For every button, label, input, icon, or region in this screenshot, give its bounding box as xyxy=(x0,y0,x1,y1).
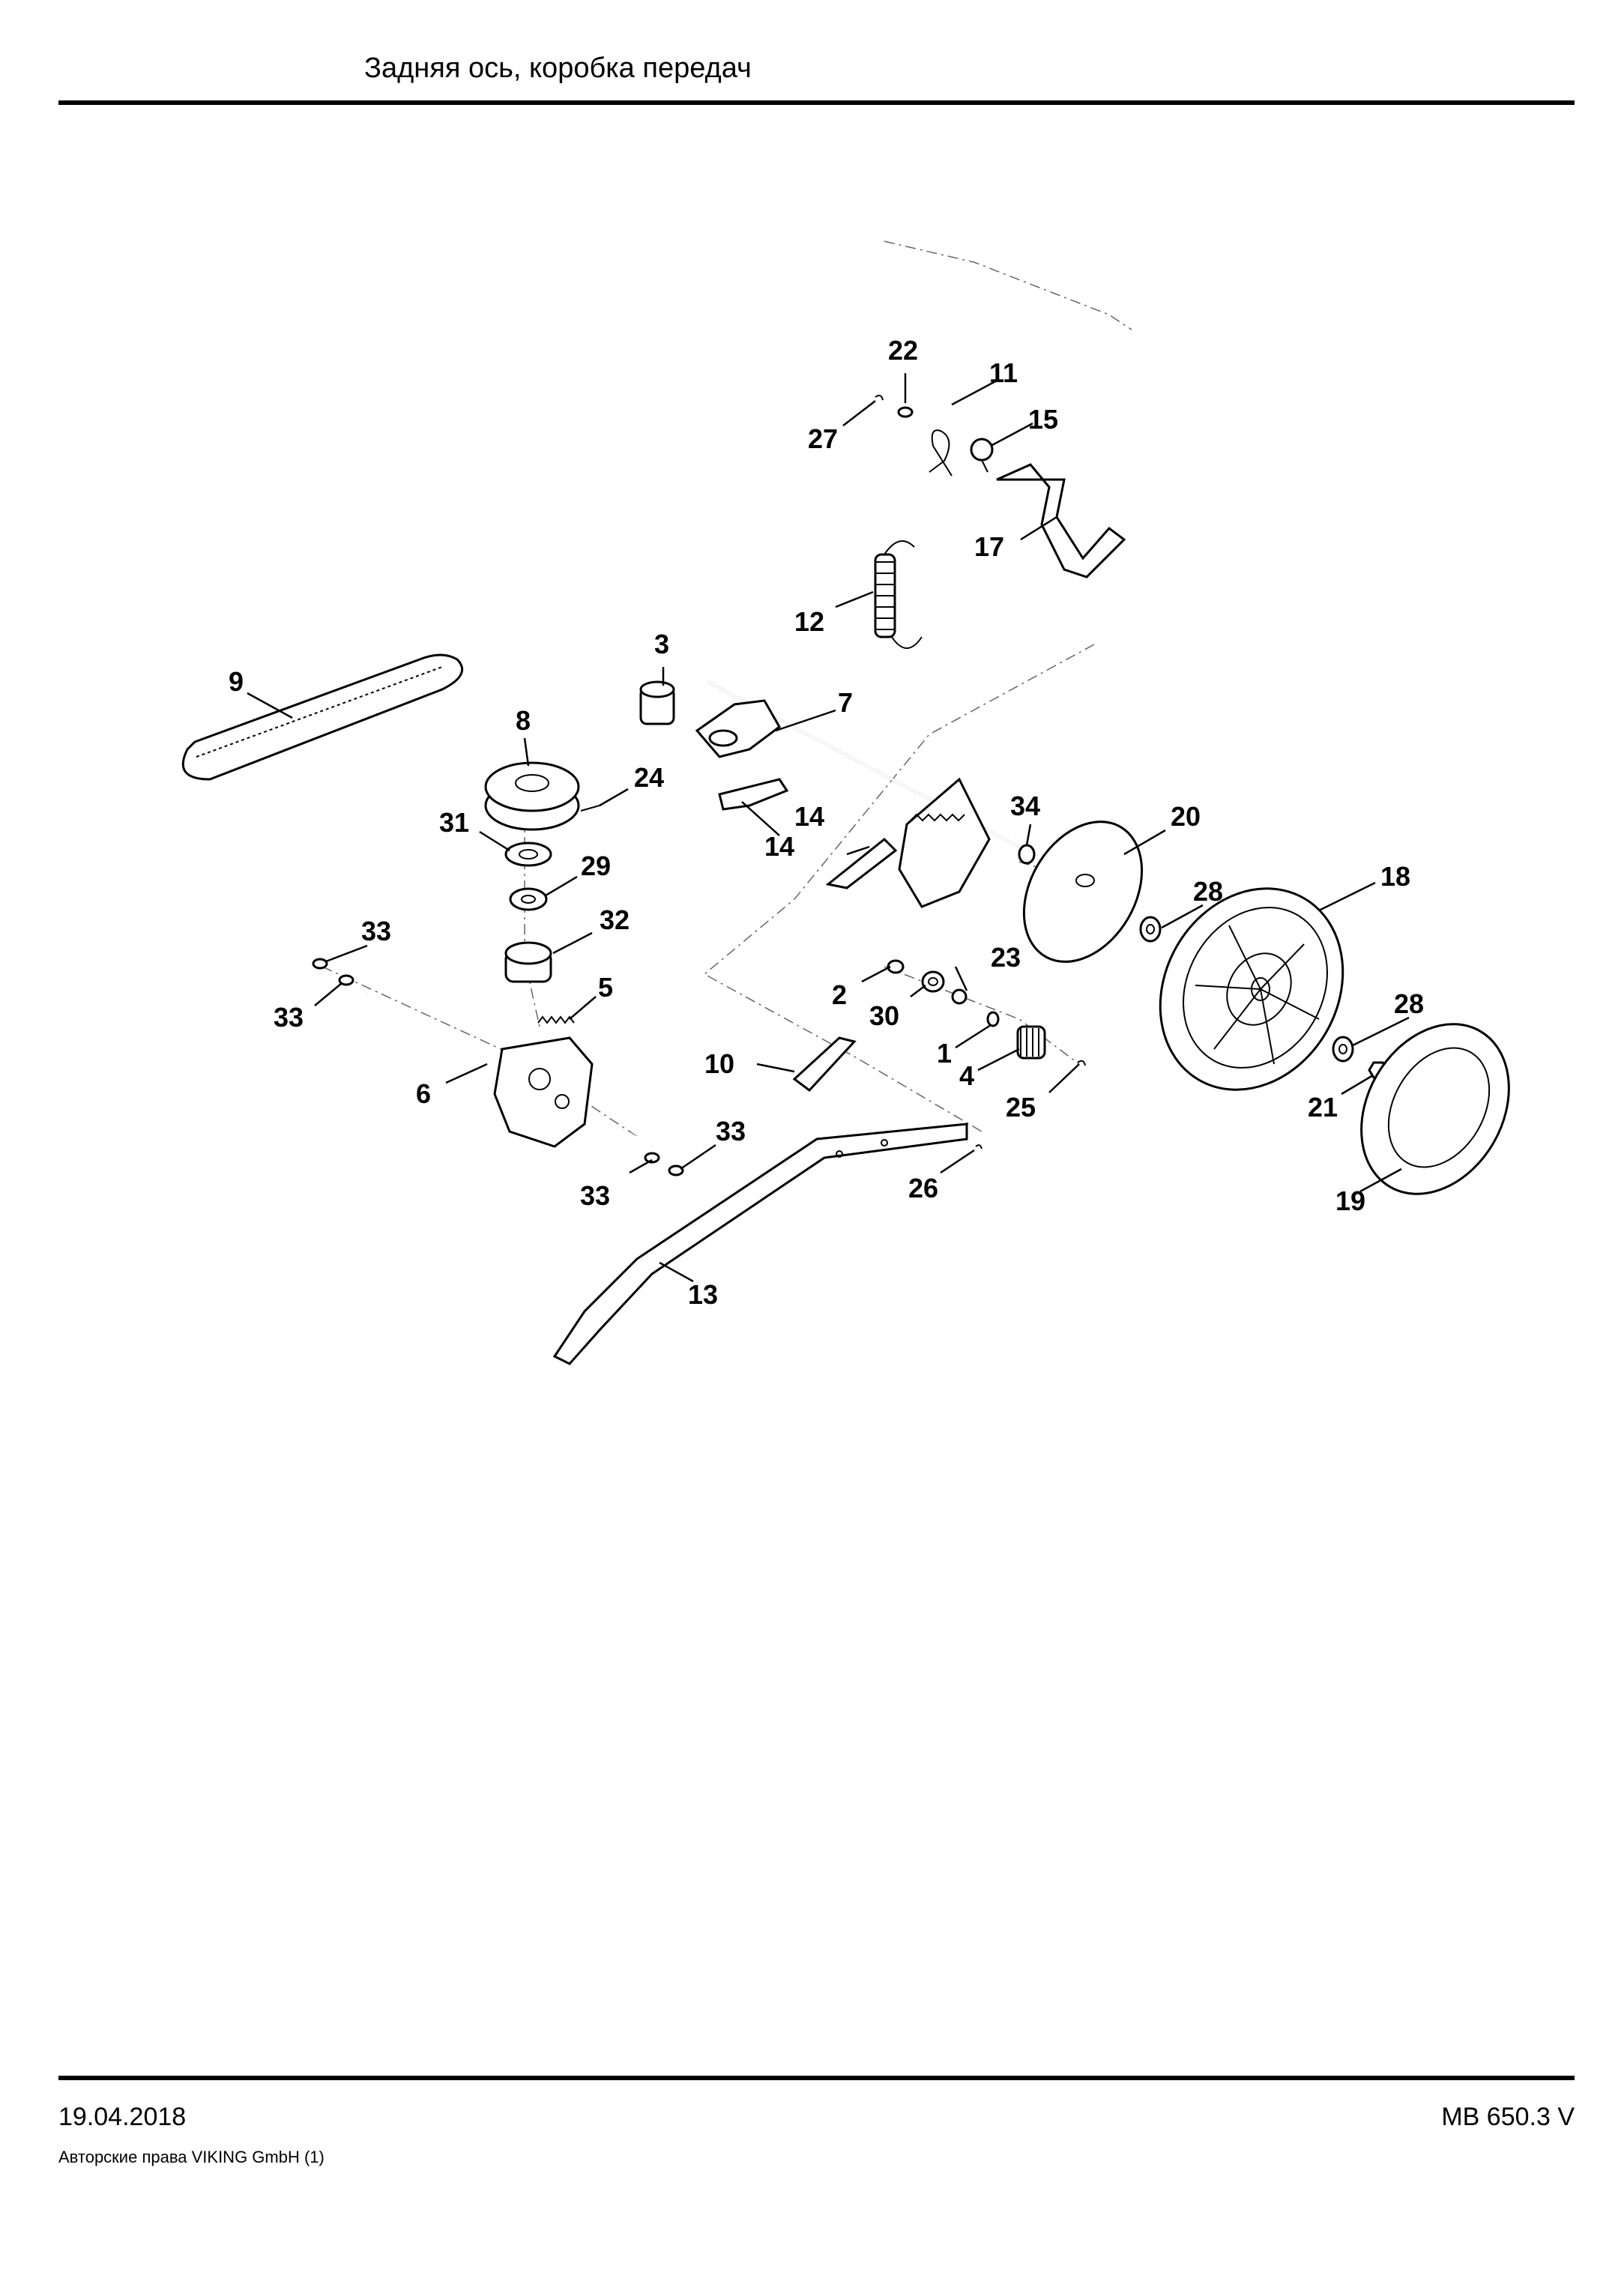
part-32-bushing xyxy=(504,941,552,983)
part-23-ring xyxy=(951,988,968,1005)
callout-30: 30 xyxy=(869,1000,899,1031)
callout-2: 2 xyxy=(832,979,847,1010)
callout-23: 23 xyxy=(991,942,1021,973)
callout-1: 1 xyxy=(937,1038,952,1069)
callout-7: 7 xyxy=(838,687,853,718)
part-30-bearing xyxy=(921,970,945,993)
callout-33c: 33 xyxy=(716,1116,746,1147)
callout-13: 13 xyxy=(688,1279,718,1310)
callout-31: 31 xyxy=(439,807,469,838)
part-27-clip xyxy=(875,394,884,401)
callout-28b: 28 xyxy=(1394,988,1424,1019)
part-15-bolt xyxy=(970,438,994,473)
page-title: Задняя ось, коробка передач xyxy=(364,52,752,84)
part-1-ring xyxy=(986,1011,1000,1027)
callout-33b: 33 xyxy=(274,1002,304,1033)
part-29-bearing xyxy=(509,887,548,911)
part-14-bracket-lower xyxy=(825,837,898,889)
callout-34: 34 xyxy=(1010,791,1040,821)
callout-24: 24 xyxy=(634,762,664,793)
callout-3: 3 xyxy=(654,629,669,659)
part-34-washer xyxy=(1018,844,1036,865)
callout-26: 26 xyxy=(908,1173,938,1203)
callout-17: 17 xyxy=(974,531,1004,562)
callout-18: 18 xyxy=(1380,861,1410,892)
callout-14a: 14 xyxy=(794,801,824,832)
part-33-rings xyxy=(312,958,684,1176)
callout-5: 5 xyxy=(598,972,613,1003)
callout-numbers: 22 11 15 27 17 12 3 9 7 8 24 31 14 14 34… xyxy=(229,335,1424,1310)
callout-22: 22 xyxy=(888,335,918,366)
callout-11: 11 xyxy=(989,357,1018,388)
part-18-wheel xyxy=(1159,887,1344,1091)
part-13-rod xyxy=(552,1123,968,1365)
part-26-clip xyxy=(975,1144,982,1149)
part-17-lever xyxy=(996,463,1126,578)
part-7-shaft xyxy=(695,680,1020,908)
callout-20: 20 xyxy=(1171,801,1201,832)
part-14-bracket-upper xyxy=(718,778,789,811)
part-24-pin xyxy=(580,805,600,812)
callout-10: 10 xyxy=(704,1048,734,1079)
footer-copyright: Авторские права VIKING GmbH (1) xyxy=(58,2148,325,2166)
callout-6: 6 xyxy=(416,1078,431,1109)
part-6-gearbox xyxy=(366,991,653,1149)
callout-32: 32 xyxy=(600,904,630,935)
part-20-disc xyxy=(1022,821,1144,963)
part-3-gear xyxy=(639,680,675,725)
part-11-spring xyxy=(929,429,953,477)
footer-model: MB 650.3 V xyxy=(1441,2103,1575,2131)
callout-8: 8 xyxy=(516,705,531,736)
callout-4: 4 xyxy=(959,1060,974,1091)
callout-14b: 14 xyxy=(764,831,794,862)
callout-12: 12 xyxy=(794,606,824,637)
callout-27: 27 xyxy=(808,423,838,454)
callout-21: 21 xyxy=(1308,1092,1338,1123)
footer-date: 19.04.2018 xyxy=(58,2103,187,2131)
part-10-plate xyxy=(792,1036,857,1093)
leader-lines xyxy=(247,373,1410,1283)
callout-25: 25 xyxy=(1006,1092,1036,1123)
part-2-washer xyxy=(887,959,905,974)
part-9-v-belt xyxy=(181,653,464,781)
callout-15: 15 xyxy=(1028,404,1058,435)
part-8-pulley xyxy=(484,761,580,831)
callout-29: 29 xyxy=(581,851,611,881)
part-5-spring xyxy=(537,1015,575,1024)
callout-28a: 28 xyxy=(1193,876,1223,907)
callout-19: 19 xyxy=(1335,1185,1365,1216)
callout-33d: 33 xyxy=(580,1180,610,1211)
part-22-washer xyxy=(897,406,914,418)
part-12-spring xyxy=(874,540,923,649)
callout-9: 9 xyxy=(229,666,244,697)
part-19-hubcap xyxy=(1360,1023,1510,1195)
part-25-clip xyxy=(1077,1060,1086,1066)
part-28-washer-outer xyxy=(1332,1036,1354,1063)
header-divider xyxy=(58,100,1575,105)
part-4-pinion xyxy=(1016,1025,1046,1060)
part-31-seal xyxy=(504,842,552,867)
callout-33a: 33 xyxy=(361,916,391,946)
footer-divider xyxy=(58,2076,1575,2080)
part-28-washer-inner xyxy=(1139,916,1162,943)
